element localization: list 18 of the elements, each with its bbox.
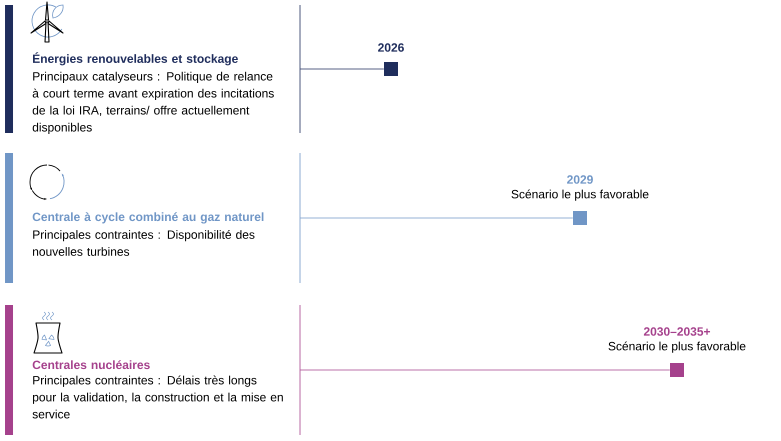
year-label: 2030–2035+: [644, 327, 710, 336]
scenario-label: Scénario le plus favorable: [608, 341, 746, 353]
panel-heading: Énergies renouvelables et stockage: [33, 52, 238, 66]
timeline-panel: [5, 4, 300, 134]
connector-line: [300, 68, 384, 70]
panel-body: Principales contraintes : Disponibilité des nouvelles turbines: [33, 230, 254, 256]
milestone-marker: [384, 62, 398, 76]
timeline-panel: [5, 152, 300, 284]
year-label: 2029: [567, 175, 593, 184]
milestone-marker: [670, 363, 684, 377]
timeline-panel: [5, 304, 300, 436]
panel-heading: Centrale à cycle combiné au gaz naturel: [32, 212, 264, 224]
panel-heading: Centrales nucléaires: [32, 360, 150, 370]
panel-body: Principales contraintes : Délais très longs pour la validation, la construction et la mise en service: [32, 376, 283, 418]
panel-body: Principaux catalyseurs : Politique de relance à court terme avant expiration des incitations de la loi IRA, terrains/ offre actuellement disponibles: [32, 72, 274, 134]
milestone-marker: [573, 211, 587, 225]
scenario-label: Scénario le plus favorable: [512, 189, 648, 201]
year-label: 2026: [378, 43, 404, 52]
